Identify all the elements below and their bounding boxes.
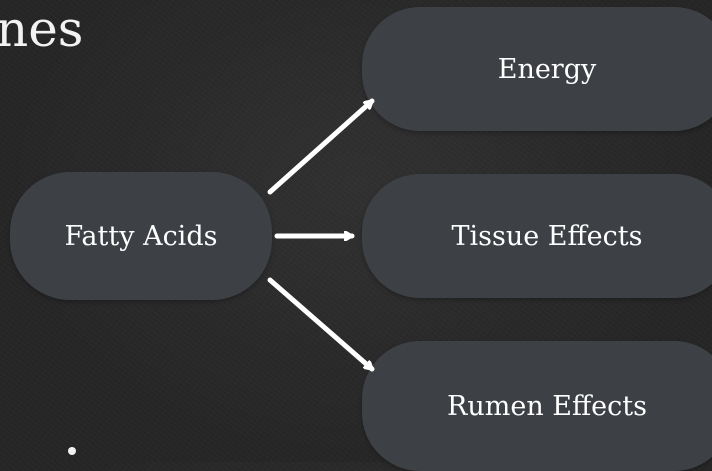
node-fatty-acids-label: Fatty Acids: [64, 220, 218, 252]
slide-title: nes: [0, 0, 84, 58]
arrow-to-rumen-effects: [267, 277, 375, 372]
node-energy-label: Energy: [497, 53, 597, 85]
node-energy: Energy: [362, 7, 712, 131]
node-rumen-effects: Rumen Effects: [362, 341, 712, 471]
node-tissue-effects-label: Tissue Effects: [451, 220, 643, 252]
node-fatty-acids: Fatty Acids: [10, 172, 272, 300]
node-rumen-effects-label: Rumen Effects: [447, 390, 647, 422]
arrow-to-energy: [267, 98, 375, 195]
bullet-dot: [68, 447, 76, 455]
node-tissue-effects: Tissue Effects: [362, 174, 712, 298]
